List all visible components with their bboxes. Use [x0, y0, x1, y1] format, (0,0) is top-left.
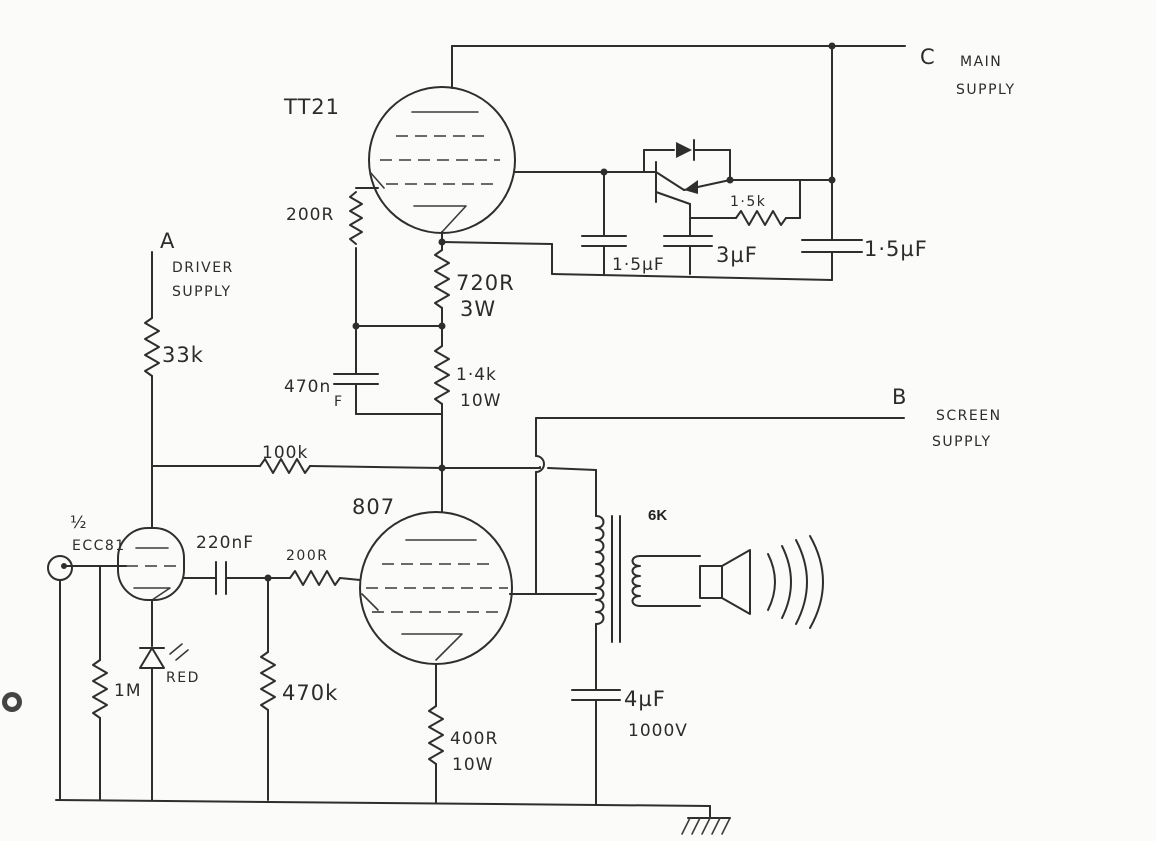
c-220nf-label: 220nF [196, 533, 254, 553]
ecc81-label: ECC81 [72, 538, 126, 554]
c-4uf-voltage-label: 1000V [628, 721, 688, 741]
output-transformer [509, 469, 701, 691]
led-red-label: RED [166, 670, 200, 686]
led-bias [139, 599, 189, 801]
speaker-icon [699, 535, 824, 629]
node-a-label: A [160, 229, 175, 253]
node-b-label: B [892, 385, 907, 409]
grid-resistor-470k [260, 577, 276, 801]
cathode-chain [434, 231, 450, 472]
node-c-label: C [920, 45, 936, 69]
ground-icon [681, 817, 731, 835]
r-1m-label: 1M [114, 681, 141, 701]
main-supply-label-1: MAIN [960, 54, 1002, 70]
r-470k-label: 470k [282, 681, 338, 705]
main-supply-rail [451, 42, 906, 231]
r-100k-label: 100k [262, 443, 308, 463]
main-supply-label-2: SUPPLY [956, 82, 1016, 98]
input-jack-icon [47, 555, 127, 801]
c-3uf-label: 3µF [716, 243, 758, 267]
r-200r-top-label: 200R [286, 205, 334, 225]
cathode-resistor-400r [428, 663, 444, 803]
binder-hole-icon [2, 692, 22, 712]
v807-label: 807 [352, 495, 395, 519]
r-1k5-label: 1·5k [730, 194, 766, 210]
ecc81-valve [117, 527, 185, 601]
r-200r-grid-label: 200R [286, 548, 328, 564]
screen-supply-label-2: SUPPLY [932, 434, 992, 450]
screen-supply-line [509, 417, 905, 595]
tt21-valve [368, 86, 516, 234]
c-470nf-label: 470n [284, 377, 331, 397]
coupling-cap-4uf [571, 689, 621, 805]
r-400r-watt-label: 10W [452, 755, 493, 775]
driver-supply-line [144, 251, 597, 529]
r-400r-label: 400R [450, 729, 498, 749]
c-470nf-unit-label: F [334, 394, 344, 410]
tt21-label: TT21 [283, 95, 340, 119]
driver-supply-label-1: DRIVER [172, 260, 234, 276]
grid-leak-1m [92, 565, 108, 801]
tt21-grid-network [438, 139, 863, 281]
r-33k-label: 33k [162, 343, 204, 367]
r-1k4-watt-label: 10W [460, 391, 501, 411]
r-720r-watt-label: 3W [460, 297, 496, 321]
screen-supply-label-1: SCREEN [936, 408, 1002, 424]
ground-bus [55, 799, 731, 819]
r-720r-label: 720R [456, 271, 515, 295]
driver-supply-label-2: SUPPLY [172, 284, 232, 300]
r-1k4-label: 1·4k [456, 365, 497, 385]
c-4uf-label: 4µF [624, 687, 666, 711]
tt21-grid-resistor [333, 187, 443, 415]
tx-6k-label: 6K [648, 507, 667, 524]
coupling-cap-220nf [183, 561, 361, 595]
ecc81-half-label: ½ [70, 513, 87, 533]
c-1p5uf-b-label: 1·5µF [864, 237, 928, 261]
c-1p5uf-a-label: 1·5µF [612, 255, 665, 275]
